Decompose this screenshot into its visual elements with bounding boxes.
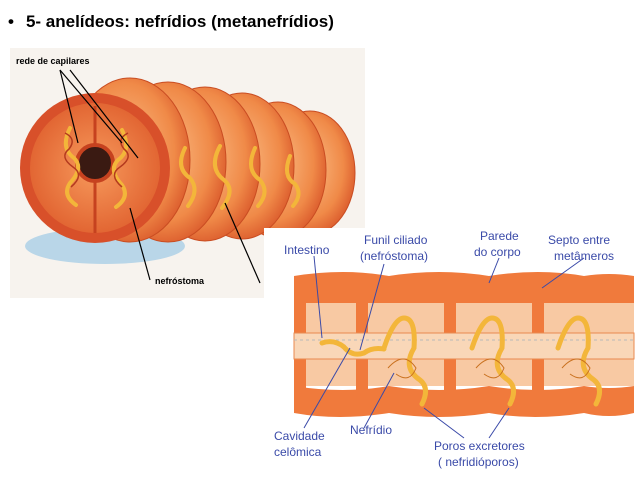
capillary-network bbox=[64, 132, 129, 188]
figure2-labels: Intestino Funil ciliado (nefróstoma) Par… bbox=[274, 229, 614, 469]
figure1-leader-lines bbox=[59, 69, 261, 284]
longitudinal-section-figure: Intestino Funil ciliado (nefróstoma) Par… bbox=[264, 228, 638, 479]
label-funnel-line1: Funil ciliado bbox=[364, 233, 428, 247]
label-wall-line1: Parede bbox=[480, 229, 519, 243]
label-wall-line2: do corpo bbox=[474, 245, 521, 259]
label-nephrostome: nefróstoma bbox=[155, 276, 205, 286]
label-pores-line2: ( nefridióporos) bbox=[438, 455, 519, 469]
cross-section-face bbox=[20, 93, 170, 243]
label-intestine: Intestino bbox=[284, 243, 330, 257]
label-nephridium: Nefrídio bbox=[350, 423, 392, 437]
label-capillaries: rede de capilares bbox=[16, 56, 90, 66]
slide-title: • 5- anelídeos: nefrídios (metanefrídios) bbox=[8, 12, 334, 32]
bullet: • bbox=[8, 12, 14, 31]
label-pores-line1: Poros excretores bbox=[434, 439, 525, 453]
label-funnel-line2: (nefróstoma) bbox=[360, 249, 428, 263]
nephridia-section bbox=[319, 315, 602, 407]
nephridia-outline bbox=[387, 358, 591, 379]
nephridia bbox=[63, 126, 301, 210]
label-septum-line2: metâmeros bbox=[554, 249, 614, 263]
figure2-leader-lines bbox=[303, 255, 585, 439]
earthworm-3d-figure: rede de capilares nefróstoma bbox=[10, 48, 365, 298]
label-cavity-line1: Cavidade bbox=[274, 429, 325, 443]
title-text: 5- anelídeos: nefrídios (metanefrídios) bbox=[25, 12, 334, 31]
label-cavity-line2: celômica bbox=[274, 445, 322, 459]
label-septum-line1: Septo entre bbox=[548, 233, 610, 247]
intestine-section bbox=[75, 143, 115, 183]
